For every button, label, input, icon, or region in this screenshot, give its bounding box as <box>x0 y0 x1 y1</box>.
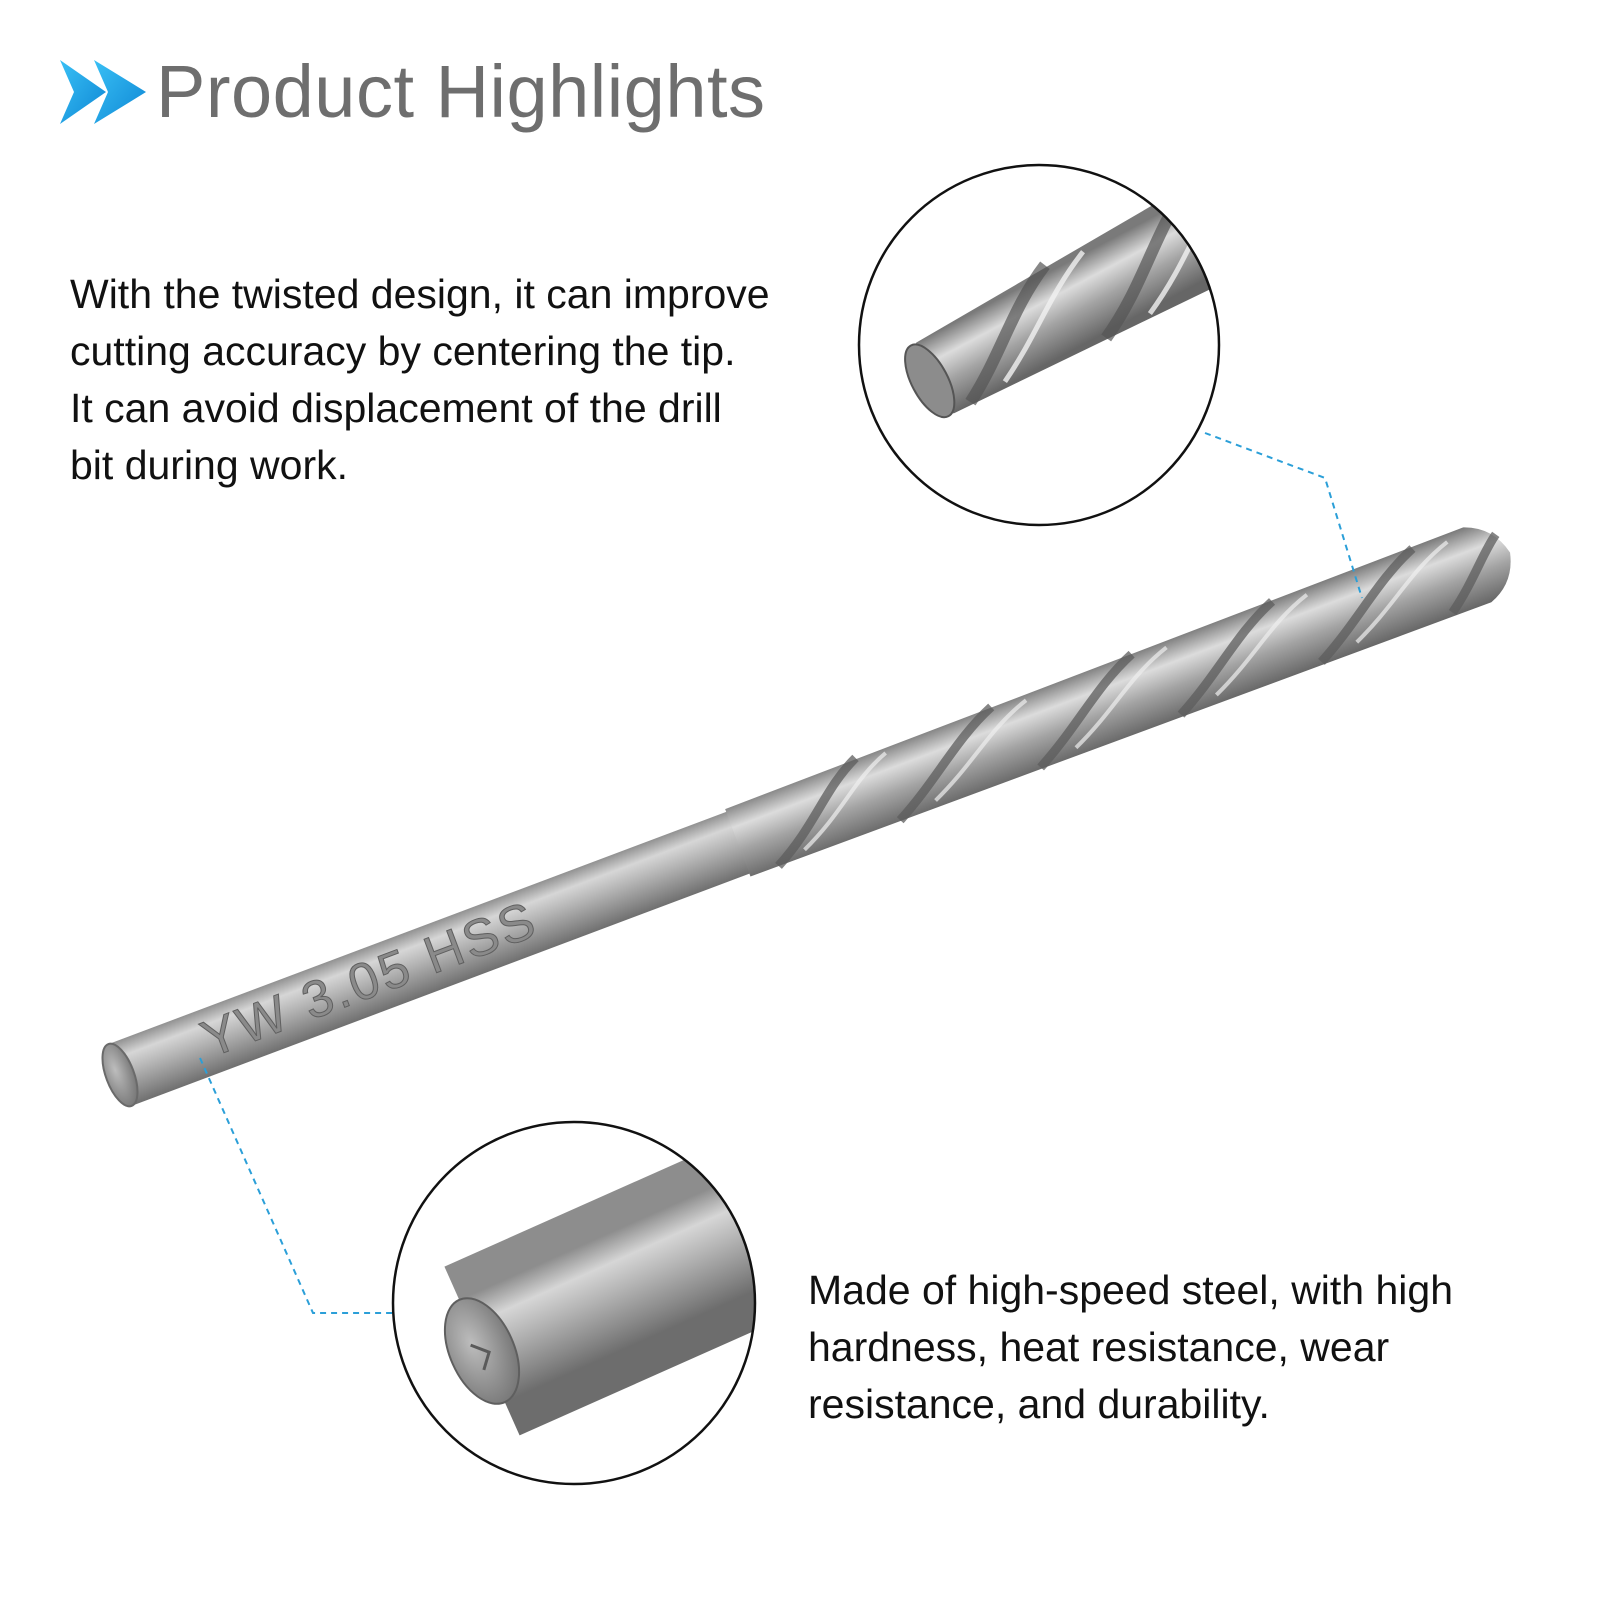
shank-marking: YW 3.05 HSS <box>194 890 546 1069</box>
zoom-circle-shank-border <box>391 1120 757 1486</box>
feature-tip-line: With the twisted design, it can improve <box>70 271 770 317</box>
feature-tip-line: cutting accuracy by centering the tip. <box>70 328 736 374</box>
feature-material-line: Made of high-speed steel, with high <box>808 1267 1454 1313</box>
drill-bit <box>101 527 1511 1108</box>
zoom-circle-tip <box>857 163 1221 527</box>
leader-line-top <box>1204 432 1363 599</box>
feature-tip-line: It can avoid displacement of the drill <box>70 385 722 431</box>
double-chevron-right-icon <box>60 60 146 124</box>
feature-material-description: Made of high-speed steel, with high hard… <box>808 1262 1453 1433</box>
drill-flutes <box>725 527 1511 877</box>
feature-tip-description: With the twisted design, it can improve … <box>70 266 770 494</box>
drill-shank <box>108 808 759 1106</box>
shank-end <box>101 1042 139 1108</box>
feature-tip-line: bit during work. <box>70 442 349 488</box>
page-title: Product Highlights <box>156 50 766 133</box>
helix-grooves <box>775 531 1500 869</box>
feature-material-line: resistance, and durability. <box>808 1381 1270 1427</box>
leader-line-bottom <box>199 1057 393 1314</box>
page-header: Product Highlights <box>60 52 766 132</box>
zoom-circle-tip-border <box>857 163 1221 527</box>
zoom-circle-shank <box>391 1120 757 1486</box>
feature-material-line: hardness, heat resistance, wear <box>808 1324 1390 1370</box>
